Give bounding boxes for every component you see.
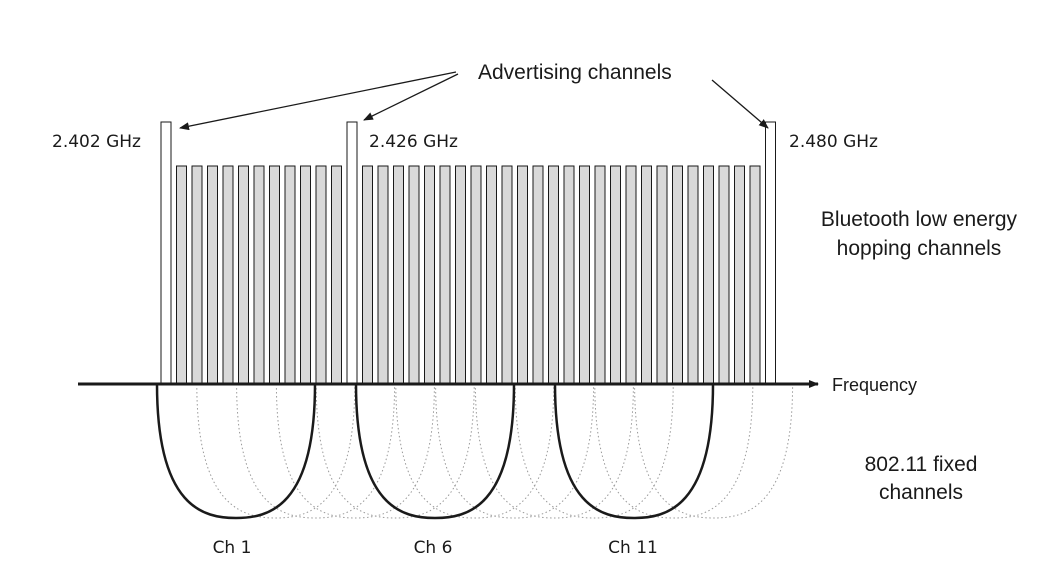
hopping-channel-bar-11 [331, 165, 342, 385]
hopping-channel-bar-16 [424, 165, 435, 385]
hopping-channel-bar-20 [486, 165, 497, 385]
hopping-channel-bar-31 [656, 165, 668, 385]
frequency-axis-label: Frequency [832, 375, 917, 395]
wifi-channel-curve-11 [553, 383, 715, 520]
hopping-channel-bar-30 [641, 165, 652, 385]
wifi-channel-label-1: Ch 1 [213, 538, 252, 558]
ble-caption-line2: hopping channels [837, 237, 1002, 260]
hopping-channel-bar-29 [625, 165, 637, 385]
wifi-channel-curve-3 [236, 383, 396, 519]
wifi-channel-curve-5 [315, 383, 475, 519]
hopping-channel-bar-19 [470, 165, 482, 385]
advertising-channel-bar-2 [346, 121, 358, 385]
hopping-channel-bar-23 [532, 165, 544, 385]
wifi-channel-curve-1 [155, 383, 317, 520]
advertising-channel-bar-3 [765, 121, 776, 385]
wifi-caption-line2: channels [879, 481, 963, 504]
hopping-channel-bar-22 [517, 165, 528, 385]
hopping-channel-bar-7 [269, 165, 280, 385]
wifi-channel-curve-9 [474, 383, 634, 519]
hopping-channel-bar-3 [207, 165, 218, 385]
wifi-channel-label-6: Ch 6 [414, 538, 453, 558]
hopping-channel-bar-9 [300, 165, 311, 385]
hopping-channel-bar-21 [501, 165, 513, 385]
freq-label-2426: 2.426 GHz [369, 132, 458, 152]
hopping-channel-bar-36 [734, 165, 745, 385]
hopping-channel-bar-34 [703, 165, 714, 385]
hopping-channel-bar-14 [393, 165, 404, 385]
hopping-channel-bar-13 [377, 165, 389, 385]
wifi-channel-curve-4 [275, 383, 435, 519]
hopping-channel-bar-17 [439, 165, 451, 385]
advertising-channels-label: Advertising channels [478, 61, 672, 84]
freq-label-2480: 2.480 GHz [789, 132, 878, 152]
wifi-channel-curve-6 [354, 383, 516, 520]
hopping-channel-bar-25 [563, 165, 575, 385]
hopping-channel-bar-15 [408, 165, 420, 385]
wifi-channel-curve-7 [395, 383, 555, 519]
hopping-channel-bar-37 [749, 165, 761, 385]
advertising-arrow-left [179, 71, 457, 131]
hopping-channel-bar-8 [284, 165, 296, 385]
hopping-channel-bar-26 [579, 165, 590, 385]
advertising-arrow-mid [363, 73, 459, 121]
hopping-channel-bar-35 [718, 165, 730, 385]
hopping-channel-bar-24 [548, 165, 559, 385]
hopping-channel-bar-32 [672, 165, 683, 385]
wifi-channel-curve-13 [634, 383, 794, 519]
ble-channel-bars [160, 121, 776, 385]
hopping-channel-bar-2 [191, 165, 203, 385]
hopping-channel-bar-1 [176, 165, 187, 385]
wifi-channel-label-11: Ch 11 [608, 538, 658, 558]
hopping-channel-bar-12 [362, 165, 373, 385]
hopping-channel-bar-27 [594, 165, 606, 385]
wifi-channel-curve-12 [594, 383, 754, 519]
wifi-fixed-channels [155, 383, 715, 520]
hopping-channel-bar-33 [687, 165, 699, 385]
wifi-channel-curve-8 [435, 383, 595, 519]
advertising-arrow-right [711, 79, 769, 129]
hopping-channel-bar-18 [455, 165, 466, 385]
ble-caption-line1: Bluetooth low energy [821, 208, 1018, 231]
hopping-channel-bar-4 [222, 165, 234, 385]
hopping-channel-bar-5 [238, 165, 249, 385]
hopping-channel-bar-28 [610, 165, 621, 385]
wifi-caption-line1: 802.11 fixed [865, 453, 978, 476]
freq-label-2402: 2.402 GHz [52, 132, 141, 152]
wifi-channel-curve-2 [196, 383, 356, 519]
wifi-overlapping-channels [196, 383, 794, 519]
hopping-channel-bar-6 [253, 165, 265, 385]
advertising-channel-bar-1 [160, 121, 172, 385]
hopping-channel-bar-10 [315, 165, 327, 385]
wifi-channel-curve-10 [514, 383, 674, 519]
